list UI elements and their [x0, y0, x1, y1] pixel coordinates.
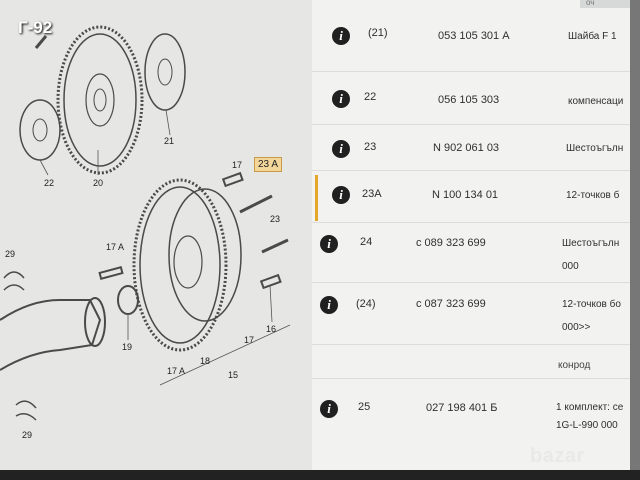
row-highlight	[315, 175, 318, 221]
part-description: компенсаци	[568, 96, 624, 107]
callout-21: 21	[164, 136, 175, 146]
callout-29-top: 29	[5, 249, 16, 259]
parts-diagram: Г-92 21 20 22 17 23 A 23 17 A 29 19 16 1…	[0, 0, 312, 480]
part-description-line2: 1G-L-990 000	[556, 420, 618, 431]
row-divider	[312, 378, 640, 379]
part-description: 1 комплект: се	[556, 402, 624, 413]
info-icon[interactable]: i	[332, 90, 350, 108]
callout-16: 16	[266, 324, 277, 334]
part-code: N 100 134 01	[432, 189, 499, 201]
part-code: 053 105 301 А	[438, 30, 510, 42]
row-number: (24)	[356, 298, 376, 310]
row-number: 23	[364, 141, 377, 153]
clips-29	[3, 271, 37, 421]
callout-29-bottom: 29	[22, 430, 33, 440]
callout-18: 18	[200, 356, 211, 366]
watermark-text: Г-92	[18, 18, 53, 37]
leader-lines	[39, 109, 291, 386]
exploded-view-drawing	[0, 25, 291, 421]
part-description: Шестоъгълн	[566, 143, 624, 154]
part-code: с 087 323 699	[416, 298, 486, 310]
part-code: с 089 323 699	[416, 237, 486, 249]
row-divider	[312, 124, 640, 125]
parts-table: оч i (21) 053 105 301 А Шайба F 1 i 22 0…	[312, 0, 640, 480]
callout-23: 23	[270, 214, 281, 224]
row-number: 23A	[362, 188, 382, 200]
flywheel-20	[56, 25, 144, 175]
row-divider	[312, 344, 640, 345]
plate-22	[19, 99, 61, 161]
row-divider	[312, 222, 640, 223]
part-code: 056 105 303	[438, 94, 500, 106]
row-number: 22	[364, 91, 377, 103]
callout-17a: 17 A	[106, 242, 125, 252]
row-number: 25	[358, 401, 371, 413]
part-description: 12-точков бо	[562, 299, 621, 310]
callout-23a: 23 A	[254, 157, 283, 172]
table-header: оч	[580, 0, 640, 8]
callout-20: 20	[93, 178, 104, 188]
row-divider	[312, 282, 640, 283]
info-icon[interactable]: i	[332, 140, 350, 158]
row-number: 24	[360, 236, 373, 248]
pins	[98, 171, 289, 290]
part-code: 027 198 401 Б	[426, 402, 498, 414]
info-icon[interactable]: i	[320, 400, 338, 418]
callout-22: 22	[44, 178, 55, 188]
part-description: Шайба F 1	[568, 31, 617, 42]
row-number: (21)	[368, 27, 388, 39]
callout-15: 15	[228, 370, 239, 380]
screen-edge-right	[630, 0, 640, 480]
flywheel-15	[132, 178, 242, 352]
crankshaft	[0, 297, 106, 371]
row-divider	[312, 170, 640, 171]
bolt-top	[34, 35, 48, 49]
info-icon[interactable]: i	[332, 186, 350, 204]
part-description-line2: 000>>	[562, 322, 591, 333]
info-icon[interactable]: i	[332, 27, 350, 45]
callout-17-top: 17	[232, 160, 243, 170]
info-icon[interactable]: i	[320, 235, 338, 253]
part-description: 12-точков б	[566, 190, 620, 201]
bushing-19	[117, 285, 139, 315]
info-icon[interactable]: i	[320, 296, 338, 314]
bazar-logo: bazar	[530, 445, 585, 467]
callout-17a-bottom: 17 A	[167, 366, 186, 376]
screen-edge-bottom	[0, 470, 640, 480]
section-label: конрод	[558, 360, 591, 371]
part-description-line2: 000	[562, 261, 579, 272]
callout-19: 19	[122, 342, 133, 352]
row-divider	[312, 71, 640, 72]
part-description: Шестоъгълн	[562, 238, 620, 249]
part-code: N 902 061 03	[433, 142, 500, 154]
callout-17-bottom: 17	[244, 335, 255, 345]
plate-21	[144, 33, 186, 111]
